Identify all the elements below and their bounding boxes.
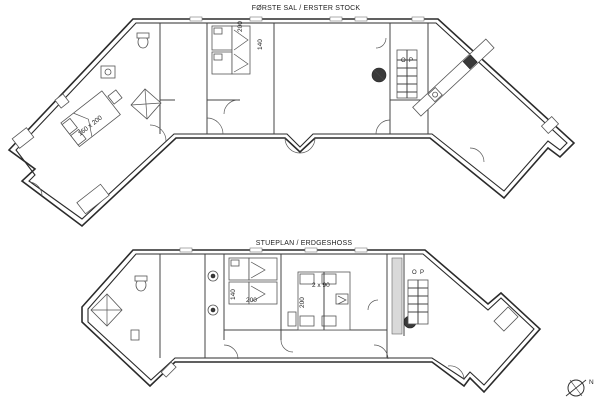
kitchen-counter — [412, 38, 495, 117]
upper-stair-label-o: O — [401, 58, 406, 64]
compass-label: N — [589, 379, 594, 386]
upper-stair-label-p: P — [409, 58, 413, 64]
ground-double-length: 200 — [299, 297, 306, 308]
stove-icon — [462, 54, 478, 70]
ground-bunk-width: 140 — [230, 289, 237, 300]
ground-floor-title: STUEPLAN / ERDGESHOSS — [256, 240, 353, 247]
twin-beds — [297, 271, 351, 331]
ground-double-size: 2 x 90 — [312, 282, 330, 289]
wardrobe — [76, 183, 110, 215]
ground-stair-label-o: O — [412, 270, 417, 276]
double-bed — [60, 90, 121, 148]
upper-floor-inner-wall — [15, 22, 568, 220]
compass-icon: N — [565, 379, 594, 397]
upper-floor-title: FØRSTE SAL / ERSTER STOCK — [252, 5, 361, 12]
staircase — [396, 49, 418, 99]
ground-bunk-length: 200 — [246, 297, 257, 304]
upper-floor-outer-wall — [7, 18, 576, 228]
upper-floor-plan: FØRSTE SAL / ERSTER STOCK — [7, 5, 576, 228]
washing-machine — [160, 361, 177, 378]
upper-bunk-length: 200 — [237, 21, 244, 32]
ground-floor-plan: STUEPLAN / ERDGESHOSS — [81, 240, 542, 394]
ground-floor-inner-wall — [87, 253, 535, 386]
staircase — [391, 257, 429, 335]
ground-stair-label-p: P — [420, 270, 424, 276]
upper-bunk-width: 140 — [257, 39, 264, 50]
